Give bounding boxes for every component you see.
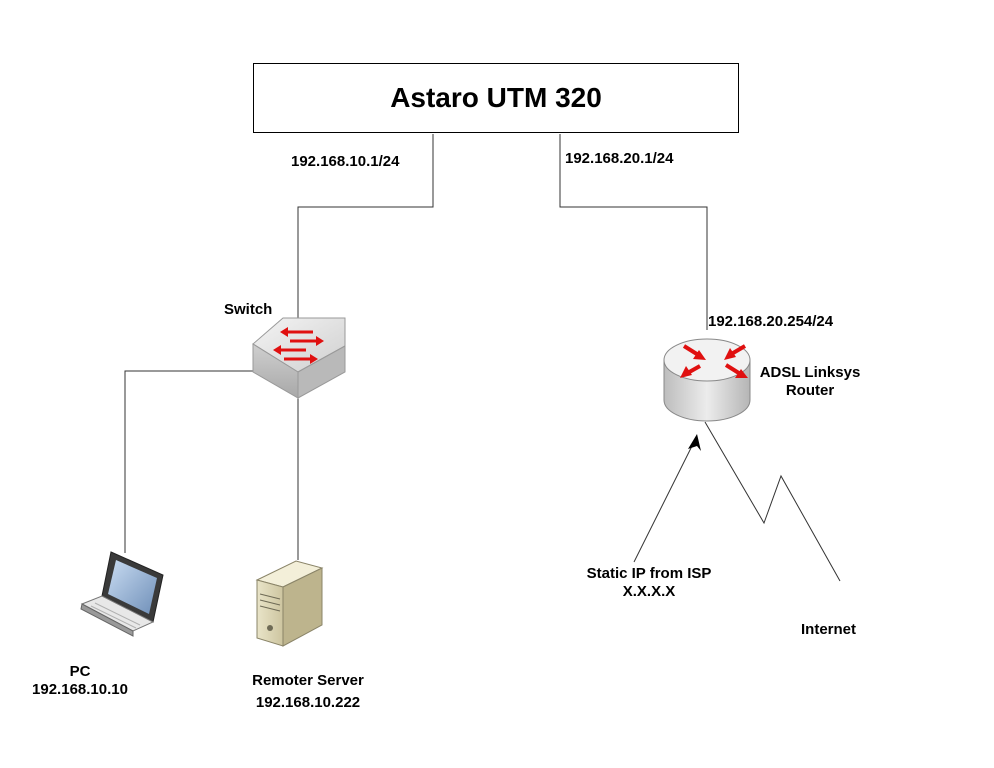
wan-link: [559, 134, 708, 330]
isp-arrow-line: [633, 439, 696, 563]
isp-caption: Static IP from ISP X.X.X.X: [565, 565, 733, 601]
pc-link: [124, 370, 254, 553]
router-ip: 192.168.20.254/24: [708, 313, 834, 330]
isp-arrow-head: [688, 434, 701, 451]
internet-lightning-link: [704, 421, 841, 582]
isp-label: Static IP from ISP: [586, 565, 712, 582]
server-ip: 192.168.10.222: [255, 694, 361, 711]
firewall-title: Astaro UTM 320: [390, 82, 602, 113]
router-label-line2: Router: [785, 382, 835, 399]
firewall-box[interactable]: Astaro UTM 320: [253, 63, 739, 133]
server-icon[interactable]: [255, 560, 324, 647]
laptop-icon[interactable]: [80, 551, 164, 637]
lan-link: [297, 134, 434, 330]
server-label: Remoter Server: [252, 672, 364, 689]
isp-ip: X.X.X.X: [622, 583, 676, 600]
link-lines: [124, 134, 841, 582]
router-label: ADSL Linksys Router: [752, 364, 868, 400]
server-caption: Remoter Server 192.168.10.222: [228, 672, 388, 712]
pc-label: PC: [69, 663, 91, 680]
router-icon[interactable]: [663, 338, 751, 422]
internet-label: Internet: [801, 621, 857, 638]
switch-icon[interactable]: [252, 317, 346, 399]
router-label-line1: ADSL Linksys: [759, 364, 861, 381]
switch-label: Switch: [224, 301, 273, 318]
pc-caption: PC 192.168.10.10: [10, 663, 150, 699]
lan-interface-ip: 192.168.10.1/24: [291, 153, 400, 170]
pc-ip: 192.168.10.10: [32, 681, 128, 698]
wan-interface-ip: 192.168.20.1/24: [565, 150, 674, 167]
